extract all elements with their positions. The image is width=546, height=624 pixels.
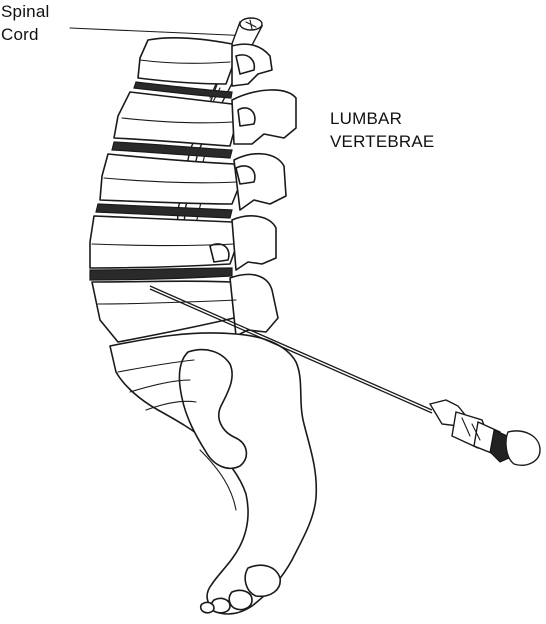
vertebra-l2 [114,90,296,146]
spinal-cord-label-line-2: Cord [1,23,49,46]
vertebra-l1 [138,38,272,86]
sacrum [110,333,316,614]
lumbar-vertebrae-label-line-2: VERTEBRAE [330,130,434,153]
spinal-cord-label: Spinal Cord [1,0,49,46]
lumbar-vertebrae-label-line-1: LUMBAR [330,107,434,130]
disc-3 [96,204,232,218]
disc-4 [90,268,232,280]
spinal-cord-label-line-1: Spinal [1,0,49,23]
vertebra-l4 [90,216,276,270]
lumbar-vertebrae-label: LUMBAR VERTEBRAE [330,107,434,153]
vertebra-l3 [100,154,286,210]
spinal-cord-leader-line [70,28,252,36]
